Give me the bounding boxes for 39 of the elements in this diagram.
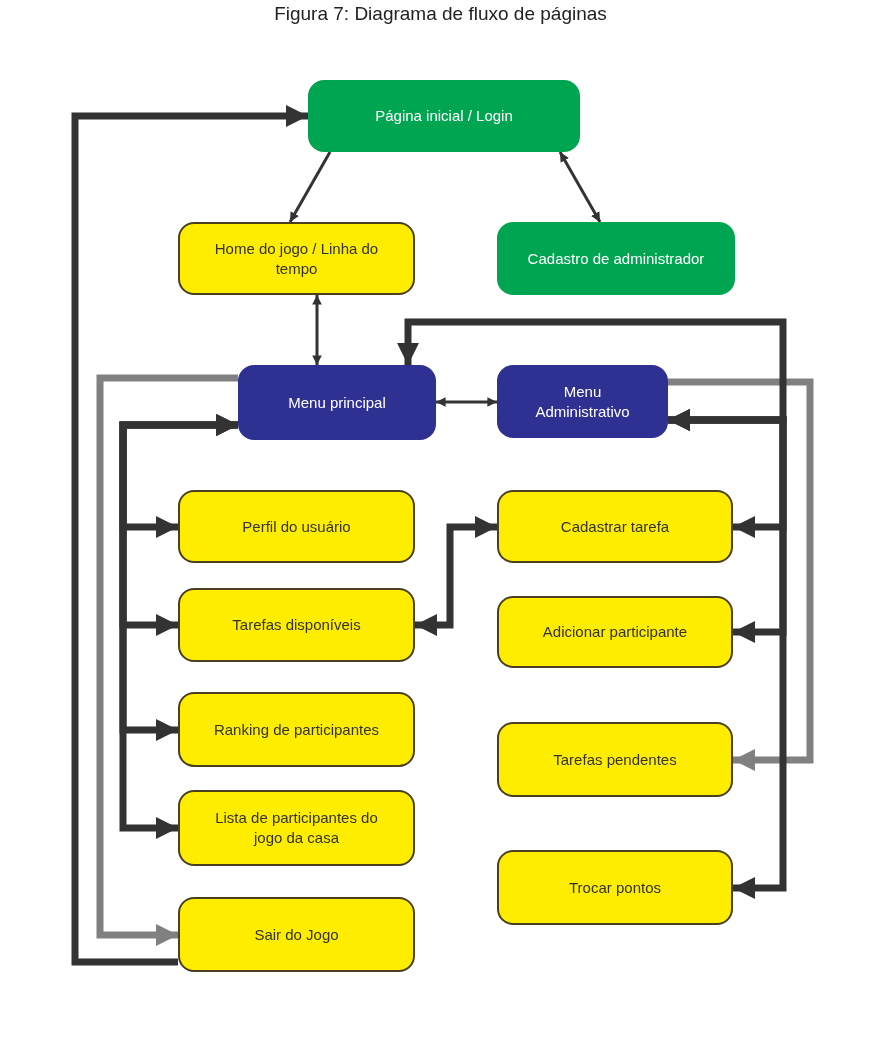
menu-box <box>238 365 436 440</box>
page-label: Cadastrar tarefa <box>560 516 670 537</box>
page-box <box>497 850 733 925</box>
page-label: Menu Administrativo <box>534 381 631 422</box>
menu-box <box>497 365 668 438</box>
page-box <box>178 490 415 563</box>
page-label: Tarefas pendentes <box>553 749 677 770</box>
page-label: Perfil do usuário <box>242 516 351 537</box>
page-label: Tarefas disponíveis <box>232 615 361 635</box>
figure-title: Figura 7: Diagrama de fluxo de páginas <box>273 2 608 26</box>
page-label: Cadastro de administrador <box>527 248 705 269</box>
arrow <box>415 515 497 637</box>
page-box <box>178 222 415 295</box>
arrow <box>436 397 497 407</box>
page-label: Lista de participantes do jogo da casa <box>214 808 379 848</box>
page-box <box>178 897 415 972</box>
arrow <box>312 295 322 365</box>
page-box <box>497 722 733 797</box>
page-box <box>178 588 415 662</box>
page-box <box>178 790 415 866</box>
arrow <box>668 378 814 772</box>
page-label: Trocar pontos <box>569 877 661 898</box>
arrow <box>119 413 238 840</box>
page-label: Adicionar participante <box>542 622 688 642</box>
arrow <box>71 104 308 966</box>
page-label: Sair do Jogo <box>254 924 339 945</box>
arrow <box>558 151 602 223</box>
page-label: Menu principal <box>288 392 386 413</box>
page-box <box>308 80 580 152</box>
arrow <box>288 151 332 223</box>
arrow <box>668 408 787 900</box>
page-label: Home do jogo / Linha do tempo <box>213 238 380 279</box>
arrow <box>96 374 238 947</box>
page-box <box>178 692 415 767</box>
page-box <box>497 596 733 668</box>
page-box <box>497 222 735 295</box>
page-label: Ranking de participantes <box>213 719 380 740</box>
page-box <box>497 490 733 563</box>
page-label: Página inicial / Login <box>375 106 513 126</box>
